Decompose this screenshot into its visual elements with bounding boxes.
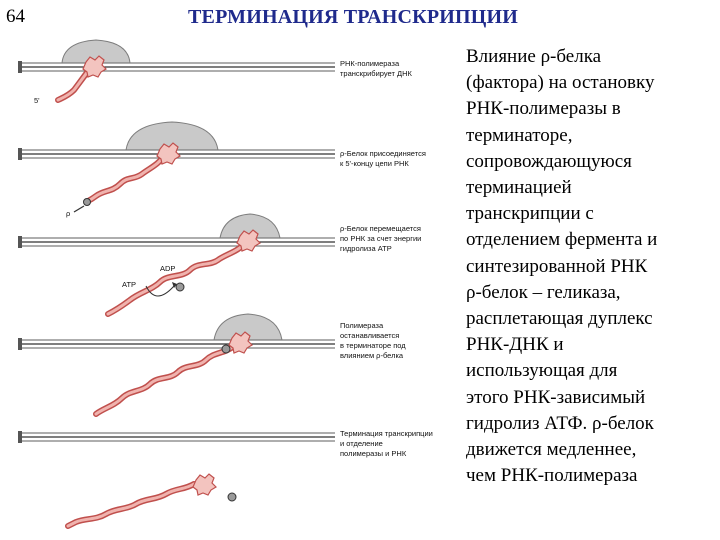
atp-label: ATP — [122, 280, 136, 289]
description-line: синтезированной РНК — [466, 254, 718, 280]
released-polymerase — [193, 474, 216, 495]
step-4-caption: Полимераза — [340, 321, 384, 330]
step-4-caption: влиянием ρ-белка — [340, 351, 404, 360]
rho-protein — [222, 345, 230, 353]
step-1-caption: РНК-полимераза — [340, 59, 400, 68]
description-line: РНК-ДНК и — [466, 332, 718, 358]
step-5-caption: полимеразы и РНК — [340, 449, 407, 458]
dna-end-cap — [18, 61, 22, 73]
stage-1-transcription: 5' РНК-полимераза транскрибирует ДНК — [18, 40, 412, 105]
step-3-caption: гидролиза АТР — [340, 244, 392, 253]
rho-protein — [84, 199, 91, 206]
step-3-caption: по РНК за счет энергии — [340, 234, 421, 243]
description-line: Влияние ρ-белка — [466, 44, 718, 70]
adp-label: ADP — [160, 264, 175, 273]
rho-protein — [176, 283, 184, 291]
description-text: Влияние ρ-белка (фактора) на остановку Р… — [466, 44, 718, 489]
rho-pointer — [74, 206, 84, 212]
step-4-caption: в терминаторе под — [340, 341, 406, 350]
released-rho-protein — [228, 493, 236, 501]
description-line: движется медленнее, — [466, 437, 718, 463]
description-line: ρ-белок – геликаза, — [466, 280, 718, 306]
dna-end-cap — [18, 148, 22, 160]
description-line: терминацией — [466, 175, 718, 201]
step-4-caption: останавливается — [340, 331, 399, 340]
step-2-caption: к 5'-концу цепи РНК — [340, 159, 409, 168]
description-line: расплетающая дуплекс — [466, 306, 718, 332]
five-prime-label: 5' — [34, 96, 40, 105]
description-line: транскрипции с — [466, 201, 718, 227]
rho-label: ρ — [66, 209, 70, 218]
stage-2-rho-binding: ρ ρ-Белок присоединяется к 5'-концу цепи… — [18, 122, 426, 218]
dna-end-cap — [18, 338, 22, 350]
step-1-caption: транскрибирует ДНК — [340, 69, 412, 78]
description-line: использующая для — [466, 358, 718, 384]
description-line: этого РНК-зависимый — [466, 385, 718, 411]
description-line: РНК-полимеразы в — [466, 96, 718, 122]
stage-4-polymerase-pause: Полимераза останавливается в терминаторе… — [18, 314, 406, 414]
dna-end-cap — [18, 236, 22, 248]
step-3-caption: ρ-Белок перемещается — [340, 224, 421, 233]
description-line: чем РНК-полимераза — [466, 463, 718, 489]
stage-3-rho-translocation: ATP ADP ρ-Белок перемещается по РНК за с… — [18, 214, 421, 314]
stage-5-termination: Терминация транскрипции и отделение поли… — [18, 429, 433, 526]
description-line: сопровождающуюся — [466, 149, 718, 175]
description-line: гидролиз АТФ. ρ-белок — [466, 411, 718, 437]
step-5-caption: и отделение — [340, 439, 383, 448]
dna-end-cap — [18, 431, 22, 443]
released-rna-inner — [68, 484, 194, 526]
step-2-caption: ρ-Белок присоединяется — [340, 149, 426, 158]
description-line: (фактора) на остановку — [466, 70, 718, 96]
description-line: терминаторе, — [466, 123, 718, 149]
description-line: отделением фермента и — [466, 227, 718, 253]
termination-diagram: 5' РНК-полимераза транскрибирует ДНК ρ ρ… — [0, 0, 462, 540]
step-5-caption: Терминация транскрипции — [340, 429, 433, 438]
rna-strand — [108, 242, 246, 314]
